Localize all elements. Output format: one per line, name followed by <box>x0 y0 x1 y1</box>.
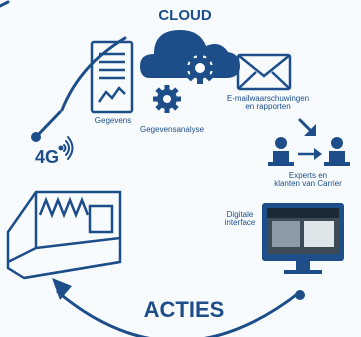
arrow-down-right-icon <box>298 118 316 136</box>
connector-dot-right <box>295 290 305 300</box>
chiller-unit-icon <box>6 190 122 280</box>
monitor-icon <box>262 203 344 274</box>
network-label: 4G <box>34 147 59 167</box>
arrowhead-left <box>52 278 72 300</box>
arc-top-left <box>0 0 10 8</box>
gear-large-icon <box>184 52 216 84</box>
cloud-gears-icon <box>140 30 240 113</box>
signal-icon <box>58 136 74 160</box>
experts-label-line2: klanten van Carrier <box>274 179 342 189</box>
document-chart-icon <box>90 40 134 114</box>
email-label-line2: en rapporten <box>245 102 291 112</box>
data-analysis-label: Gegevensanalyse <box>140 125 205 134</box>
gear-small-icon <box>153 85 181 113</box>
experts-icon <box>268 137 350 166</box>
interface-label: Digitale interface <box>220 210 260 228</box>
email-label: E-mailwaarschuwingen en rapporten <box>200 94 336 112</box>
envelope-icon <box>236 53 292 91</box>
flow-arcs <box>0 0 302 337</box>
email-label-line1: E-mailwaarschuwingen <box>226 94 310 103</box>
cloud-label: CLOUD <box>158 7 212 24</box>
connector-line-left <box>34 110 62 139</box>
interface-label-line1: Digitale <box>226 210 254 219</box>
experts-label-line1: Experts en <box>288 171 328 180</box>
actions-label: ACTIES <box>143 297 225 322</box>
interface-label-line2: interface <box>224 218 256 228</box>
data-label: Gegevens <box>94 116 132 125</box>
arc-bottom <box>56 290 302 337</box>
arc-left-top <box>60 36 127 112</box>
experts-label: Experts en klanten van Carrier <box>260 171 356 189</box>
